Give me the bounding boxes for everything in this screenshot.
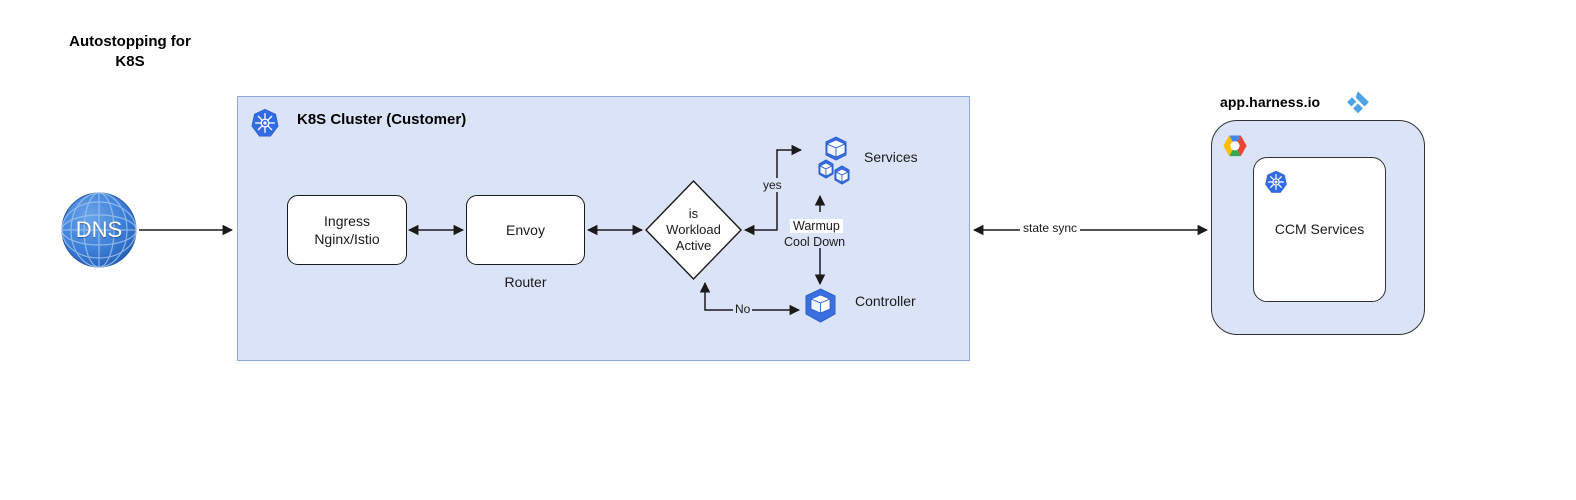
services-label: Services [864,149,918,165]
cluster-title: K8S Cluster (Customer) [297,111,467,128]
gcp-hexagon-icon [1222,134,1248,163]
edge-label-yes: yes [761,178,784,192]
ccm-services-label: CCM Services [1274,221,1365,237]
router-caption: Router [504,274,547,290]
edge-label-state-sync: state sync [1020,221,1081,235]
controller-label: Controller [855,293,916,309]
edge-label-no: No [733,302,753,316]
services-pods-icon [805,136,863,197]
decision-node: is Workload Active [645,179,742,281]
harness-label: app.harness.io [1220,94,1321,110]
edge-label-cooldown: Cool Down [784,235,846,249]
envoy-node: Envoy [466,195,585,265]
ingress-node: Ingress Nginx/Istio [287,195,407,265]
controller-pod-icon [803,288,838,329]
page-title: Autostopping for K8S [69,33,191,71]
kubernetes-icon [1264,170,1288,199]
edge-label-warmup: Warmup [790,219,843,233]
dns-node: DNS [61,192,137,273]
ccm-services-box [1253,157,1386,302]
harness-diamond-logo [1343,89,1373,124]
kubernetes-icon [250,108,280,143]
